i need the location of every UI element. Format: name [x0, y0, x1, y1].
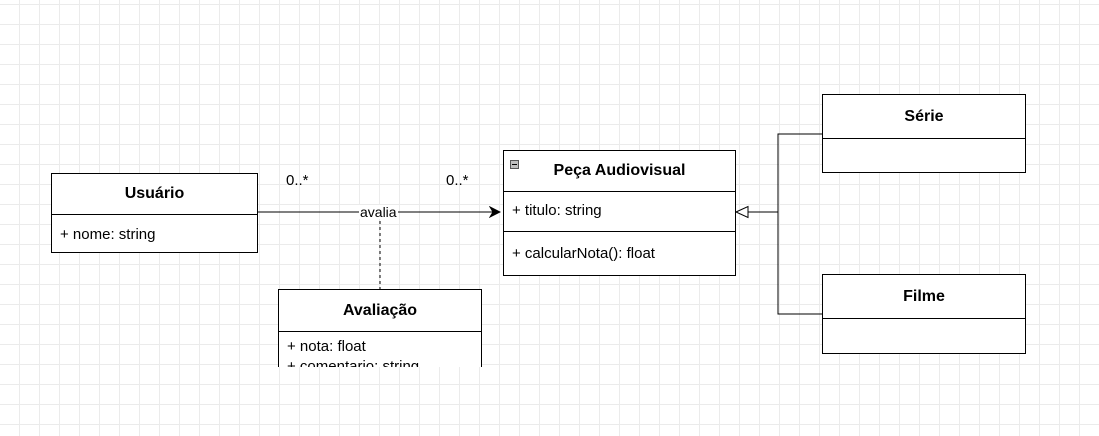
class-filme-attributes [823, 319, 1025, 353]
class-avaliacao-title: Avaliação [279, 290, 481, 332]
class-peca-audiovisual[interactable]: Peça Audiovisual + titulo: string + calc… [503, 150, 736, 276]
collapse-minus-icon[interactable] [510, 160, 519, 169]
class-usuario-name: Usuário [124, 185, 185, 202]
class-peca-methods: + calcularNota(): float [504, 232, 735, 275]
class-filme-title: Filme [823, 275, 1025, 319]
class-serie-attributes [823, 139, 1025, 172]
target-multiplicity: 0..* [446, 172, 469, 189]
class-avaliacao[interactable]: Avaliação + nota: float + comentario: st… [278, 289, 482, 367]
generalization-filme-edge[interactable] [777, 212, 822, 315]
class-avaliacao-name: Avaliação [342, 301, 418, 319]
association-label[interactable]: avalia [359, 204, 398, 220]
class-peca-title: Peça Audiovisual [504, 151, 735, 192]
class-usuario-attributes: + nome: string [52, 215, 257, 252]
class-peca-name: Peça Audiovisual [553, 162, 686, 179]
class-usuario-title: Usuário [52, 174, 257, 215]
class-usuario[interactable]: Usuário + nome: string [51, 173, 258, 253]
source-multiplicity: 0..* [286, 172, 309, 189]
class-filme-name: Filme [903, 287, 945, 305]
class-avaliacao-attributes: + nota: float + comentario: string [279, 332, 481, 367]
generalization-serie-edge[interactable] [777, 133, 822, 212]
class-serie-title: Série [823, 95, 1025, 139]
method-calcularnota: + calcularNota(): float [512, 245, 655, 262]
attribute-comentario: + comentario: string [287, 358, 420, 367]
attribute-nome: + nome: string [60, 226, 156, 243]
class-serie-name: Série [904, 107, 944, 125]
attribute-titulo: + titulo: string [512, 202, 602, 219]
class-filme[interactable]: Filme [822, 274, 1026, 354]
generalization-triangle-icon [734, 205, 749, 219]
attribute-nota: + nota: float [287, 338, 366, 355]
class-peca-attributes: + titulo: string [504, 192, 735, 232]
class-serie[interactable]: Série [822, 94, 1026, 173]
